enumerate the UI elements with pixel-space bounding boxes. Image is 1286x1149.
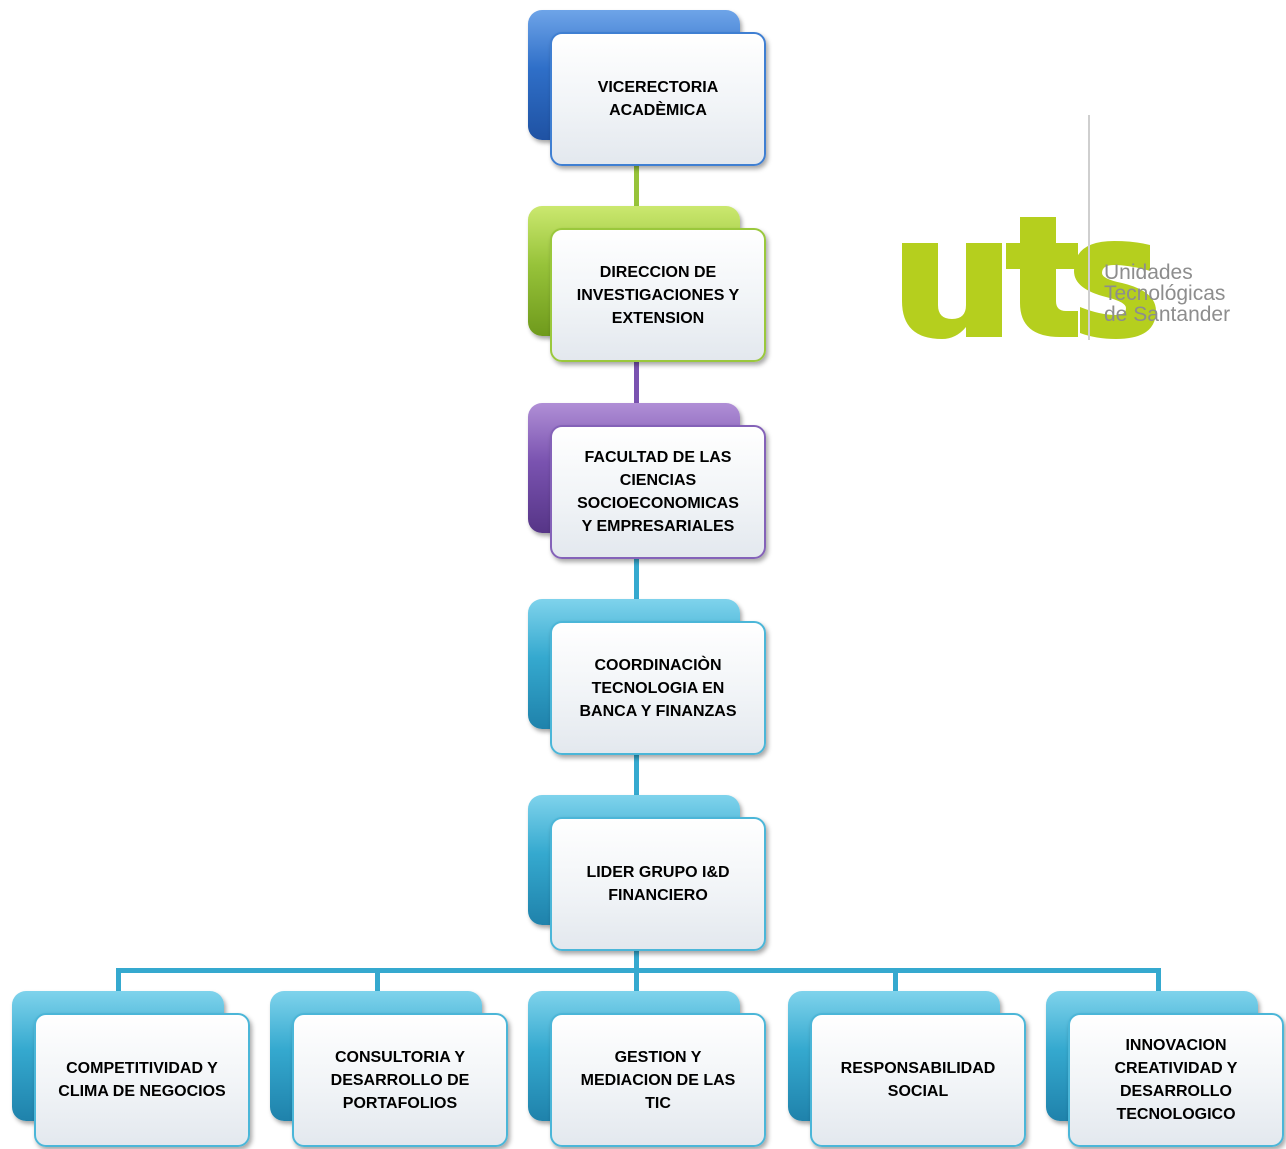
- node-box: GESTION Y MEDIACION DE LAS TIC: [550, 1013, 766, 1147]
- node-label: COORDINACIÒN TECNOLOGIA EN BANCA Y FINAN…: [579, 656, 737, 720]
- node-box: COMPETITIVIDAD Y CLIMA DE NEGOCIOS: [34, 1013, 250, 1147]
- node-box: COORDINACIÒN TECNOLOGIA EN BANCA Y FINAN…: [550, 621, 766, 755]
- node-label: DIRECCION DE INVESTIGACIONES Y EXTENSION: [576, 263, 740, 327]
- logo-letter-s: [1074, 241, 1156, 339]
- node-label: GESTION Y MEDIACION DE LAS TIC: [580, 1048, 736, 1112]
- node-label: COMPETITIVIDAD Y CLIMA DE NEGOCIOS: [58, 1060, 226, 1100]
- connector-bus-child-2: [375, 968, 380, 997]
- logo-letter-t: [1006, 217, 1078, 337]
- uts-logo: [902, 115, 1156, 340]
- logo-letter-u: [902, 243, 1002, 339]
- node-box: INNOVACION CREATIVIDAD Y DESARROLLO TECN…: [1068, 1013, 1284, 1147]
- node-label: FACULTAD DE LAS CIENCIAS SOCIOECONOMICAS…: [577, 449, 739, 535]
- node-label: LIDER GRUPO I&D FINANCIERO: [586, 864, 730, 904]
- logo-line-3: de Santander: [1104, 303, 1231, 326]
- node-box: CONSULTORIA Y DESARROLLO DE PORTAFOLIOS: [292, 1013, 508, 1147]
- connector-bus-child-5: [1156, 968, 1161, 997]
- connector-bus-child-3: [634, 968, 639, 997]
- logo-line-1: Unidades: [1104, 261, 1193, 284]
- node-box: FACULTAD DE LAS CIENCIAS SOCIOECONOMICAS…: [550, 425, 766, 559]
- connector-coordinacion-lider: [634, 751, 639, 801]
- node-box: VICERECTORIA ACADÈMICA: [550, 32, 766, 166]
- connector-lider-bus: [634, 948, 639, 972]
- connector-bus-child-4: [893, 968, 898, 997]
- node-label: RESPONSABILIDAD SOCIAL: [840, 1060, 996, 1100]
- node-box: DIRECCION DE INVESTIGACIONES Y EXTENSION: [550, 228, 766, 362]
- logo-line-2: Tecnológicas: [1104, 282, 1226, 305]
- node-label: CONSULTORIA Y DESARROLLO DE PORTAFOLIOS: [330, 1048, 470, 1112]
- connector-direccion-facultad: [634, 358, 639, 408]
- logo-wordmark: Unidades Tecnológicas de Santander: [1104, 262, 1230, 325]
- node-label: INNOVACION CREATIVIDAD Y DESARROLLO TECN…: [1114, 1037, 1238, 1123]
- node-label: VICERECTORIA ACADÈMICA: [597, 79, 719, 119]
- connector-vicerrectoria-direccion: [634, 162, 639, 212]
- node-box: RESPONSABILIDAD SOCIAL: [810, 1013, 1026, 1147]
- connector-bus-child-1: [116, 968, 121, 997]
- node-box: LIDER GRUPO I&D FINANCIERO: [550, 817, 766, 951]
- logo-divider: [1088, 115, 1090, 340]
- connector-facultad-coordinacion: [634, 555, 639, 605]
